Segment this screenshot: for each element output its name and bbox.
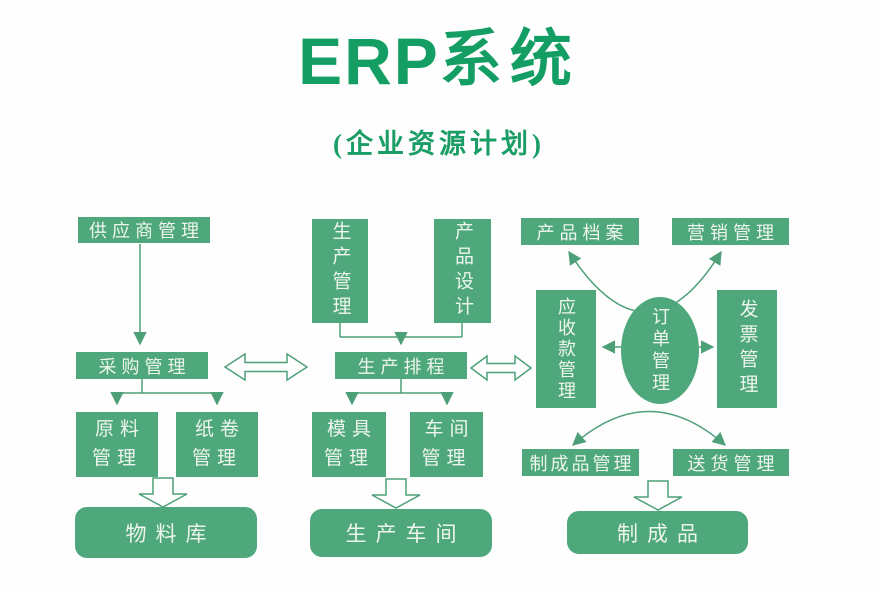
page-subtitle: (企业资源计划) xyxy=(333,129,545,159)
title-latin: ERP xyxy=(298,24,440,98)
node-production-management: 生产管理 xyxy=(312,219,368,323)
node-mold-management: 模具管理 xyxy=(312,412,386,477)
node-supplier-management: 供应商管理 xyxy=(78,217,210,243)
title-cjk: 系统 xyxy=(439,26,580,94)
node-paper-roll-management: 纸卷管理 xyxy=(176,412,258,477)
node-purchasing-management: 采购管理 xyxy=(76,352,208,379)
node-material-warehouse: 物料库 xyxy=(75,507,257,558)
node-finished-goods-management: 制成品管理 xyxy=(522,449,639,476)
connector-scheduling-branch xyxy=(352,379,447,394)
node-production-scheduling: 生产排程 xyxy=(335,352,467,379)
node-workshop-management: 车间管理 xyxy=(410,412,483,477)
block-arrow-to-material-warehouse xyxy=(138,477,188,508)
connector-purchasing-branch xyxy=(117,379,217,394)
arrow-order-to-finished-delivery xyxy=(571,410,727,446)
node-product-archive: 产品档案 xyxy=(521,218,639,245)
node-finished-goods: 制成品 xyxy=(567,511,748,554)
node-raw-material-management: 原料管理 xyxy=(76,412,158,477)
node-product-design: 产品设计 xyxy=(434,219,491,323)
double-arrow-scheduling-receivables xyxy=(469,354,533,382)
page-title: ERP系统 xyxy=(0,28,878,94)
node-marketing-management: 营销管理 xyxy=(672,218,789,245)
connector-production-merge xyxy=(339,323,463,338)
node-invoice-management: 发票管理 xyxy=(717,290,777,408)
node-order-management: 订单管理 xyxy=(621,297,699,404)
block-arrow-to-finished-goods xyxy=(633,480,683,511)
double-arrow-purchasing-scheduling xyxy=(223,352,309,382)
node-receivables-management: 应收款管理 xyxy=(536,290,596,408)
node-production-workshop: 生产车间 xyxy=(310,509,492,557)
block-arrow-to-production-workshop xyxy=(371,478,421,509)
node-delivery-management: 送货管理 xyxy=(673,449,789,476)
